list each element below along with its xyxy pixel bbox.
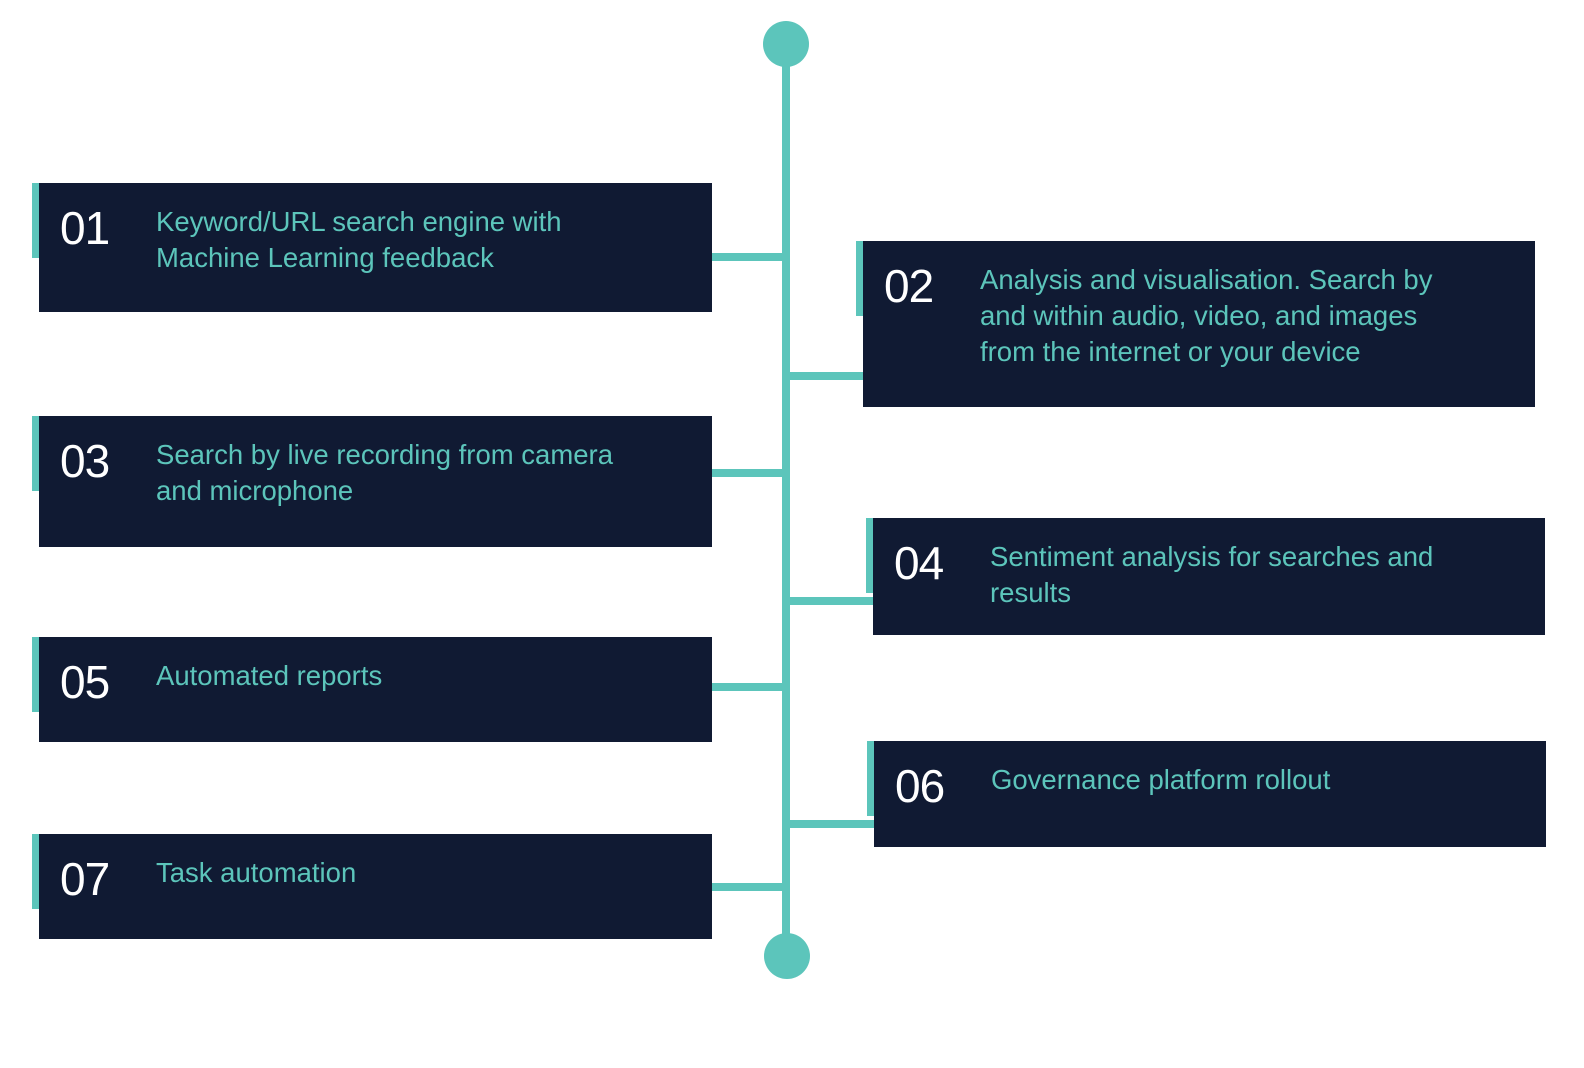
timeline-card-06: 06 Governance platform rollout (867, 741, 1546, 847)
timeline-card-02: 02 Analysis and visualisation. Search by… (856, 241, 1535, 407)
card-number: 02 (884, 260, 934, 312)
card-accent-bar (32, 637, 39, 712)
card-number: 01 (60, 202, 110, 254)
timeline-card-05: 05 Automated reports (32, 637, 712, 742)
timeline-card-04: 04 Sentiment analysis for searches and r… (866, 518, 1545, 635)
card-accent-bar (856, 241, 863, 316)
card-number: 04 (894, 537, 944, 589)
card-number: 05 (60, 656, 110, 708)
card-description: Sentiment analysis for searches and resu… (990, 541, 1434, 608)
card-description: Automated reports (156, 660, 383, 691)
connector-03 (711, 469, 786, 477)
card-number: 06 (895, 760, 945, 812)
card-description: Task automation (156, 857, 357, 888)
card-description: Analysis and visualisation. Search by an… (980, 264, 1433, 367)
connector-06 (786, 820, 874, 828)
card-number: 07 (60, 853, 110, 905)
card-accent-bar (866, 518, 873, 593)
card-accent-bar (32, 834, 39, 909)
connector-05 (711, 683, 786, 691)
timeline-end-node (764, 933, 810, 979)
connector-02 (786, 372, 864, 380)
card-number: 03 (60, 435, 110, 487)
timeline-card-01: 01 Keyword/URL search engine with Machin… (32, 183, 712, 312)
timeline-card-07: 07 Task automation (32, 834, 712, 939)
connector-04 (786, 597, 874, 605)
timeline-spine (782, 44, 790, 956)
card-description: Search by live recording from camera and… (156, 439, 613, 506)
timeline-start-node (763, 21, 809, 67)
card-accent-bar (867, 741, 874, 816)
card-description: Governance platform rollout (991, 764, 1331, 795)
connector-01 (711, 253, 786, 261)
timeline-card-03: 03 Search by live recording from camera … (32, 416, 712, 547)
card-description: Keyword/URL search engine with Machine L… (156, 206, 562, 273)
card-accent-bar (32, 416, 39, 491)
connector-07 (711, 883, 786, 891)
card-accent-bar (32, 183, 39, 258)
